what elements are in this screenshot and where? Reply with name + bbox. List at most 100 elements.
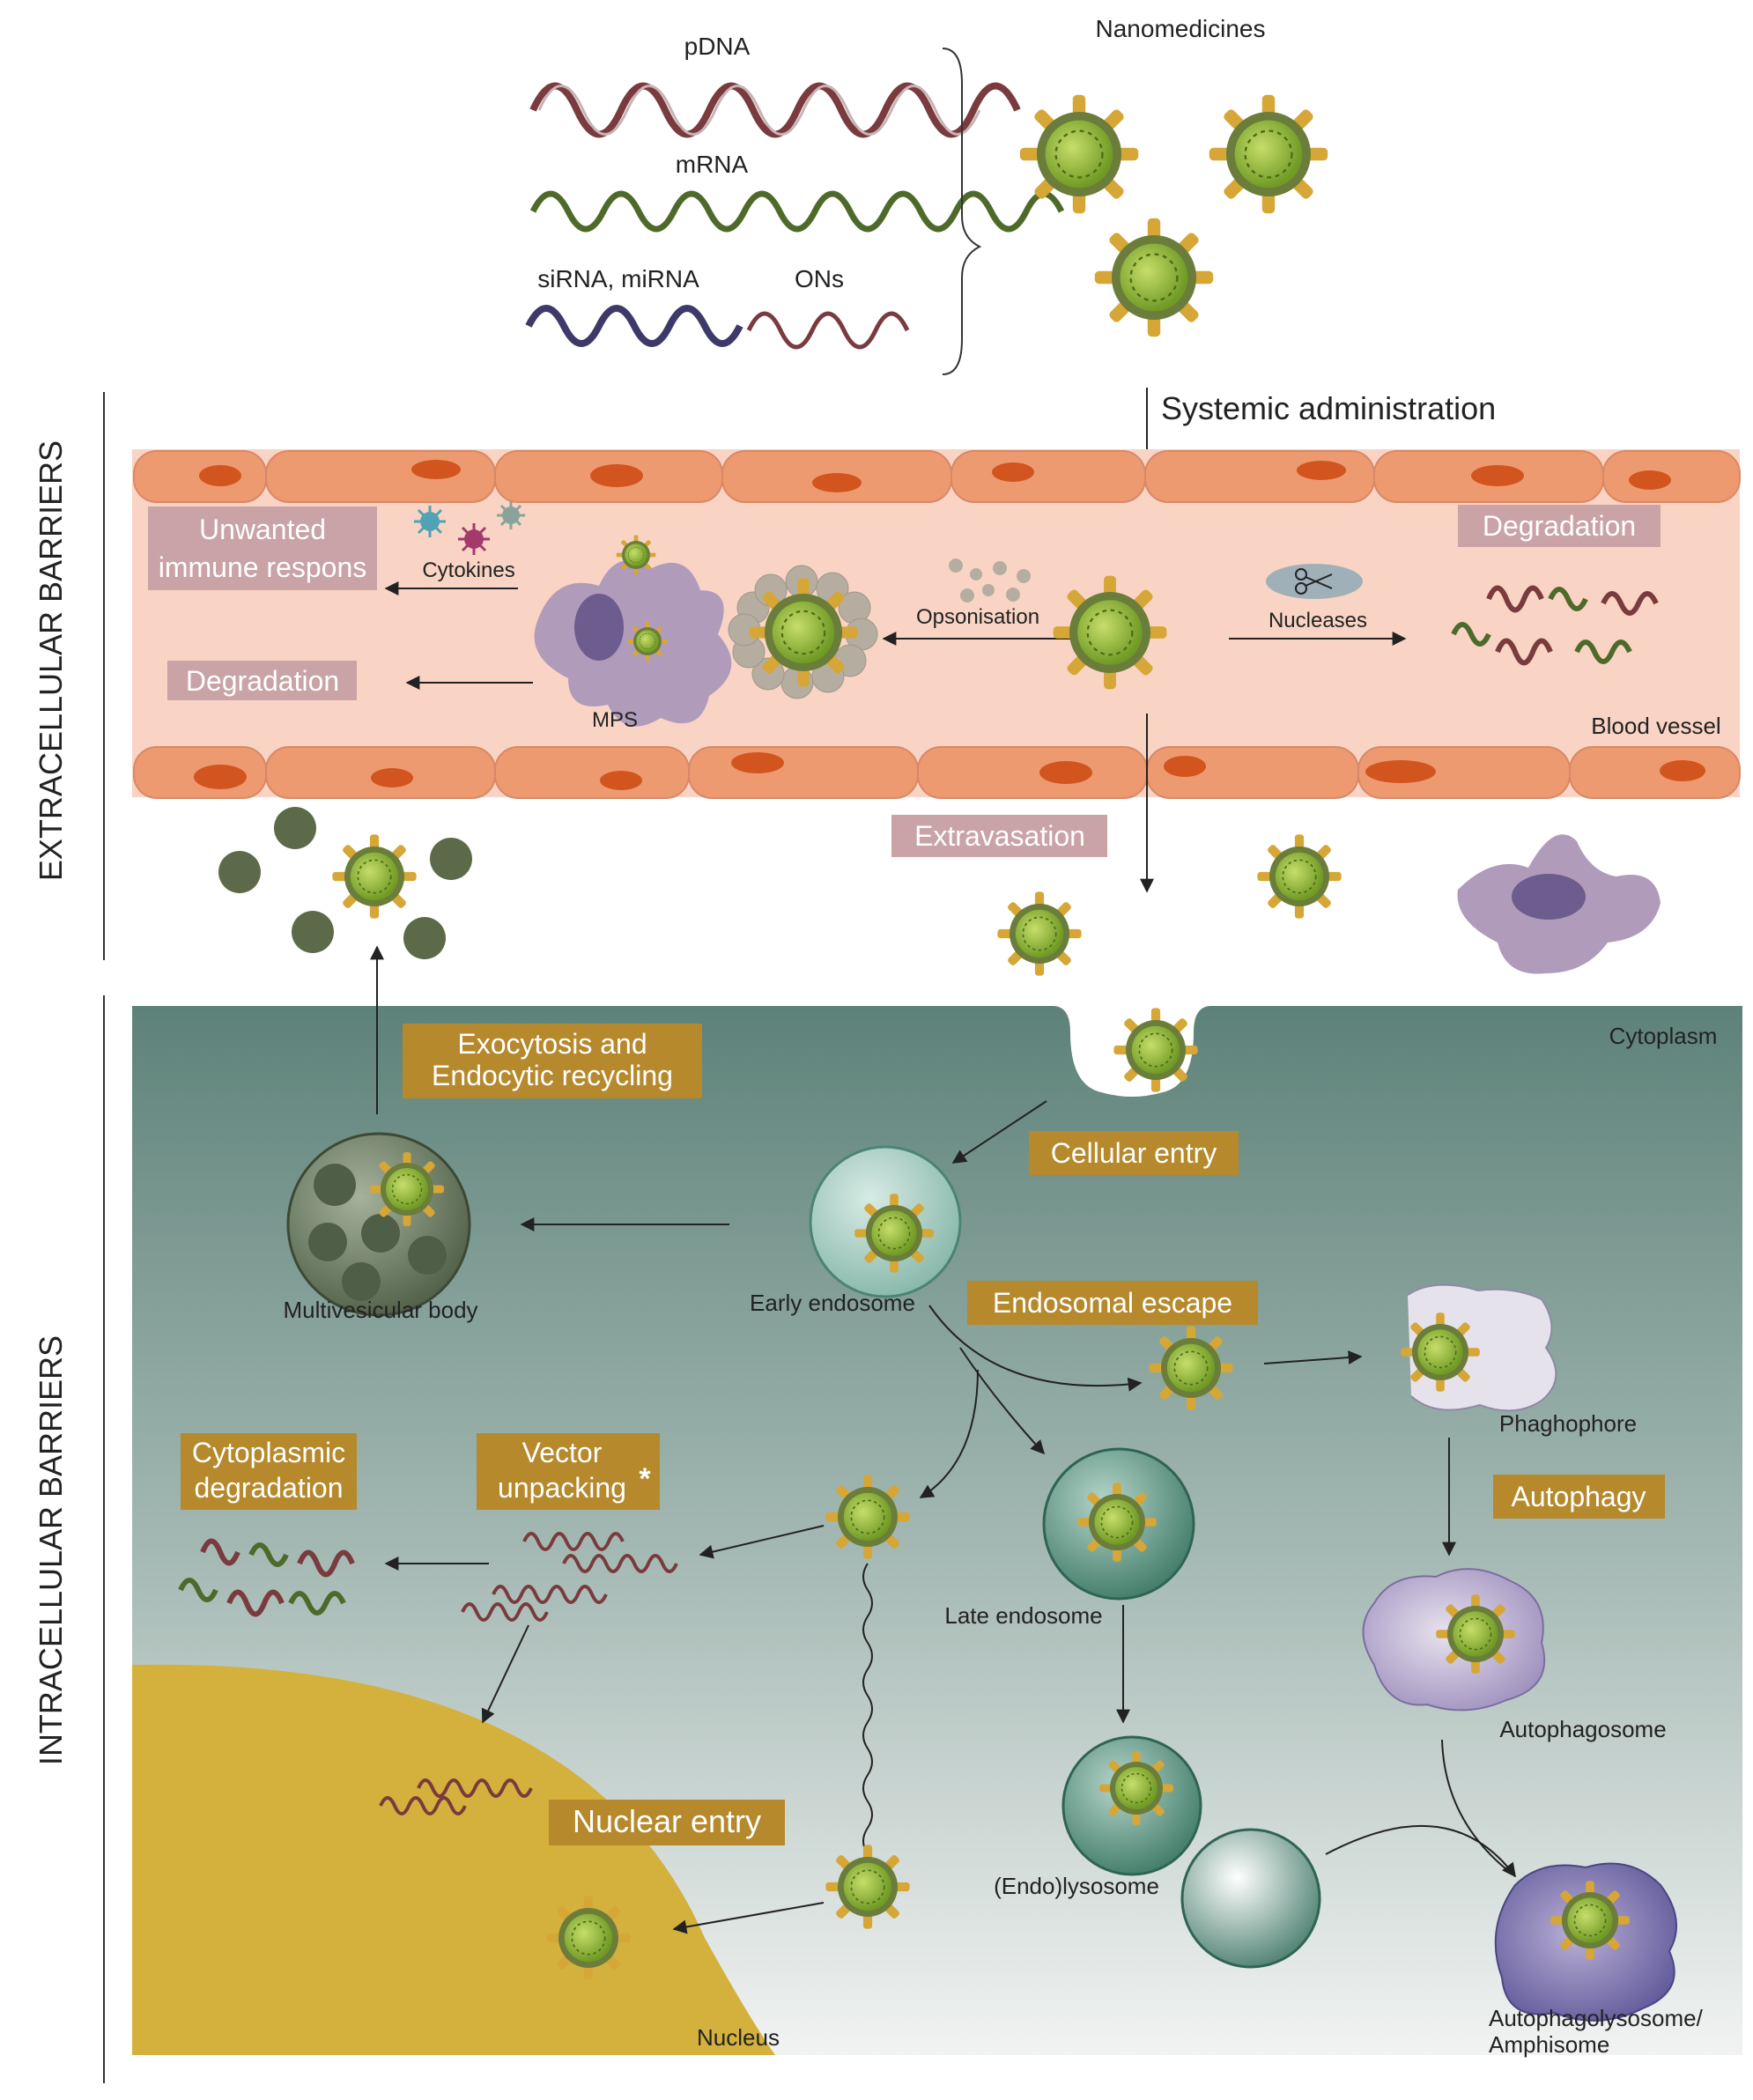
- tissue-macrophage: [1457, 834, 1661, 974]
- nanomedicine-particle: [1208, 93, 1329, 215]
- scissors-icon: [1266, 564, 1363, 599]
- entering-nanoparticle: [1113, 1007, 1199, 1093]
- cytosolic-transport-squiggle: [862, 1563, 881, 1882]
- lysosome-to-amphisome-arrow: [1325, 1824, 1516, 1878]
- late-endosome: [1042, 1447, 1195, 1601]
- cytosol-branch-arrow: [919, 1369, 979, 1498]
- mrna-label: mRNA: [676, 151, 749, 178]
- extravasation-box: [891, 815, 1107, 857]
- cytoplasmic-degradation-line2: degradation: [194, 1472, 343, 1504]
- pdna-strand-2: [537, 85, 981, 136]
- blood-vessel-label: Blood vessel: [1591, 713, 1720, 739]
- phaghophore-label: Phaghophore: [1499, 1410, 1637, 1437]
- to-nucleus-acid-arrow: [481, 1624, 529, 1724]
- mrna-strand: [529, 190, 1065, 233]
- nucleases-label: Nucleases: [1269, 609, 1367, 632]
- cargo-brace: [942, 48, 982, 375]
- late-endosome-branch-arrow: [959, 1347, 1046, 1455]
- endosomal-escape-label: Endosomal escape: [993, 1287, 1232, 1319]
- degradation-left-label: Degradation: [186, 665, 339, 697]
- early-endosome-label: Early endosome: [750, 1290, 915, 1316]
- nucleus: [132, 1664, 775, 2055]
- mps-label: MPS: [592, 708, 638, 732]
- nucleus-label: Nucleus: [697, 2024, 780, 2051]
- ons-label: ONs: [795, 265, 844, 292]
- intranuclear-nanoparticle: [545, 1895, 632, 1981]
- nanomedicine-particle: [1018, 93, 1140, 215]
- nuclear-entry-box: [549, 1800, 785, 1845]
- released-nanoparticle: [331, 833, 418, 920]
- unpacked-nucleic-acids: [461, 1532, 678, 1622]
- exosome-vesicles: [218, 807, 472, 959]
- opsonisation-label: Opsonisation: [916, 605, 1039, 629]
- autophagosome: [1362, 1568, 1546, 1712]
- degraded-fragments-cytoplasm: [178, 1538, 355, 1617]
- exocytosis-line2: Endocytic recycling: [432, 1060, 673, 1091]
- degraded-fragments-vessel: [1451, 585, 1659, 666]
- early-endosome: [809, 1145, 962, 1298]
- cellular-entry-box: [1029, 1131, 1239, 1175]
- circulating-nanoparticle: [1052, 574, 1168, 691]
- pdna-strand: [529, 82, 1021, 138]
- vector-unpacking-box: [477, 1433, 660, 1510]
- cytoplasmic-degradation-line1: Cytoplasmic: [192, 1437, 345, 1468]
- opsonised-nanoparticle: [728, 565, 878, 699]
- sirna-strand: [525, 305, 743, 347]
- degradation-right-label: Degradation: [1483, 510, 1636, 542]
- nanomedicines-label: Nanomedicines: [1096, 15, 1266, 42]
- endolysosome: [1061, 1735, 1202, 1876]
- nanomedicine-particle: [1093, 217, 1215, 338]
- cytokine-cluster: [414, 501, 525, 555]
- vector-unpacking-asterisk: *: [639, 1462, 651, 1496]
- degradation-right-box: [1458, 505, 1661, 547]
- unwanted-immune-response-line2: immune respons: [159, 551, 367, 583]
- unwanted-immune-response-box: [148, 507, 377, 590]
- exocytosis-box: [403, 1024, 702, 1098]
- cytokines-label: Cytokines: [422, 558, 514, 582]
- unwanted-immune-response-line1: Unwanted: [199, 514, 326, 545]
- autophagolysosome-line1: Autophagolysosome/: [1489, 2005, 1704, 2031]
- exocytosis-line1: Exocytosis and: [457, 1028, 647, 1060]
- extravasation-label: Extravasation: [914, 820, 1085, 852]
- autophagolysosome-line2: Amphisome: [1489, 2031, 1609, 2058]
- extravasated-nanoparticle: [1256, 833, 1342, 920]
- phagophore: [1400, 1283, 1557, 1412]
- vector-unpacking-line1: Vector: [522, 1437, 603, 1468]
- multivesicular-body: [286, 1132, 471, 1317]
- blood-vessel: [132, 449, 1741, 799]
- lysosome: [1180, 1828, 1321, 1969]
- degradation-left-box: [167, 661, 357, 700]
- ons-strand: [746, 311, 910, 350]
- nuclear-entry-arrow: [672, 1902, 825, 1934]
- escaped-nanoparticle: [1148, 1325, 1234, 1411]
- multivesicular-body-label: Multivesicular body: [283, 1297, 477, 1323]
- opsonin-particles: [949, 558, 1031, 603]
- cellular-entry-label: Cellular entry: [1051, 1137, 1217, 1169]
- pdna-label: pDNA: [684, 33, 751, 60]
- nuclear-nucleic-acids: [379, 1778, 533, 1815]
- to-vector-unpacking-arrow: [699, 1525, 825, 1559]
- nuclear-entry-label: Nuclear entry: [573, 1803, 761, 1839]
- autophagolysosome: [1494, 1862, 1677, 2022]
- autophagy-box: [1493, 1475, 1665, 1519]
- cytosolic-nanoparticle: [825, 1474, 911, 1560]
- autophagosome-label: Autophagosome: [1499, 1716, 1666, 1742]
- mps-cell: [534, 535, 732, 727]
- endolysosome-label: (Endo)lysosome: [994, 1873, 1159, 1899]
- cytoplasmic-degradation-box: [181, 1433, 357, 1510]
- cellular-entry-arrow: [951, 1100, 1047, 1164]
- extracellular-barriers-label: EXTRACELLULAR BARRIERS: [33, 440, 69, 881]
- autophagosome-to-amphisome-arrow: [1441, 1739, 1516, 1877]
- escape-arrow: [928, 1305, 1143, 1392]
- sirna-label: siRNA, miRNA: [537, 265, 699, 292]
- systemic-administration-label: Systemic administration: [1161, 390, 1496, 426]
- intracellular-barriers-label: INTRACELLULAR BARRIERS: [33, 1335, 69, 1765]
- extravasated-nanoparticle: [996, 891, 1083, 977]
- perinuclear-nanoparticle: [825, 1844, 911, 1930]
- cytoplasm-label: Cytoplasm: [1609, 1023, 1718, 1049]
- to-phagophore-arrow: [1263, 1350, 1363, 1365]
- autophagy-label: Autophagy: [1511, 1481, 1646, 1512]
- late-endosome-label: Late endosome: [944, 1602, 1102, 1629]
- vector-unpacking-line2: unpacking: [498, 1472, 626, 1504]
